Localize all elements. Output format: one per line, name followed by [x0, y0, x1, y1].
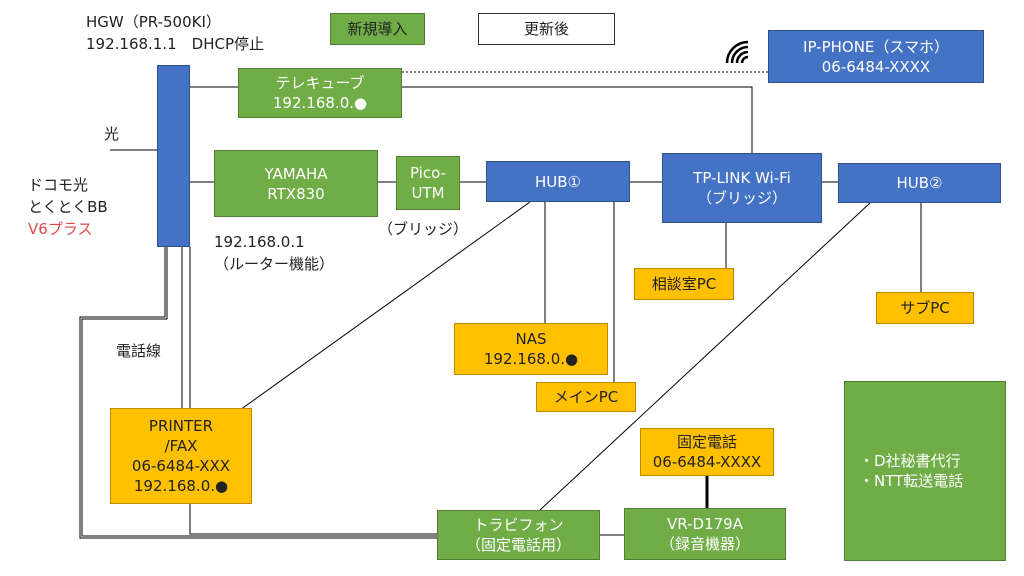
hgw-ip-label: 192.168.1.1 DHCP停止: [86, 35, 265, 53]
vr-model: VR-D179A: [667, 515, 743, 533]
ipphone-node: IP-PHONE（スマホ） 06-6484-XXXX: [768, 30, 984, 83]
torabiphone-name: トラビフォン: [473, 516, 564, 534]
pico-utm-node: Pico- UTM: [396, 156, 460, 210]
telecube-ip: 192.168.0.●: [272, 94, 368, 112]
printer-phone: 06-6484-XXX: [131, 457, 231, 475]
tplink-mode: （ブリッジ）: [696, 189, 787, 207]
legend-new-label: 新規導入: [347, 20, 408, 38]
phone-line-label: 電話線: [116, 342, 162, 360]
legend-updated-label: 更新後: [523, 20, 569, 38]
ipphone-name: IP-PHONE（スマホ）: [803, 37, 949, 56]
pico-line2: UTM: [411, 184, 445, 202]
nas-node: NAS 192.168.0.●: [454, 323, 608, 375]
hub1-label: HUB①: [535, 172, 581, 191]
sub-pc-node: サブPC: [876, 292, 974, 324]
sub-pc-label: サブPC: [900, 299, 950, 317]
isp-line1: ドコモ光: [28, 176, 89, 194]
fixed-phone-number: 06-6484-XXXX: [652, 453, 762, 471]
telecube-node: テレキューブ 192.168.0.●: [238, 68, 402, 118]
legend-new: 新規導入: [330, 13, 425, 45]
hgw-model-label: HGW（PR-500KI）: [86, 13, 221, 31]
tplink-name: TP-LINK Wi-Fi: [693, 169, 791, 187]
pico-line1: Pico-: [410, 164, 446, 182]
yamaha-ip-label: 192.168.0.1: [214, 233, 305, 251]
isp-line2: とくとくBB: [28, 198, 108, 216]
torabiphone-role: （固定電話用）: [465, 536, 571, 554]
torabiphone-node: トラビフォン （固定電話用）: [437, 510, 600, 560]
telecube-name: テレキューブ: [275, 74, 365, 92]
ipphone-number: 06-6484-XXXX: [821, 57, 931, 76]
main-pc-label: メインPC: [553, 388, 619, 406]
yamaha-router-node: YAMAHA RTX830: [214, 150, 378, 217]
hikari-label: 光: [104, 125, 120, 143]
yamaha-model: RTX830: [267, 184, 325, 203]
hub1-node: HUB①: [486, 161, 630, 202]
hub2-label: HUB②: [896, 174, 943, 192]
fixed-phone-node: 固定電話 06-6484-XXXX: [640, 428, 774, 476]
hgw-device: [157, 65, 190, 247]
wifi-signal-icon: [725, 40, 749, 64]
vr-recorder-node: VR-D179A （録音機器）: [624, 508, 786, 560]
printer-ip: 192.168.0.●: [133, 477, 229, 495]
pico-mode-label: （ブリッジ）: [378, 220, 469, 238]
service-node: ・D社秘書代行 ・NTT転送電話: [844, 381, 1006, 561]
yamaha-brand: YAMAHA: [264, 164, 328, 183]
printer-fax-node: PRINTER /FAX 06-6484-XXX 192.168.0.●: [110, 408, 252, 504]
nas-ip: 192.168.0.●: [483, 350, 579, 368]
printer-name: PRINTER: [148, 417, 214, 435]
soudan-pc-label: 相談室PC: [651, 275, 717, 293]
isp-line3: V6プラス: [28, 220, 93, 238]
vr-role: （録音機器）: [659, 535, 750, 553]
service-line2: ・NTT転送電話: [859, 472, 964, 490]
main-pc-node: メインPC: [536, 382, 636, 412]
soudan-pc-node: 相談室PC: [634, 268, 734, 300]
service-line1: ・D社秘書代行: [859, 452, 961, 470]
nas-name: NAS: [515, 330, 547, 348]
legend-updated: 更新後: [478, 13, 615, 45]
yamaha-role-label: （ルーター機能）: [214, 255, 335, 273]
hub2-node: HUB②: [838, 163, 1001, 203]
fixed-phone-name: 固定電話: [676, 433, 737, 451]
printer-fax: /FAX: [164, 437, 198, 455]
tplink-node: TP-LINK Wi-Fi （ブリッジ）: [662, 153, 822, 223]
